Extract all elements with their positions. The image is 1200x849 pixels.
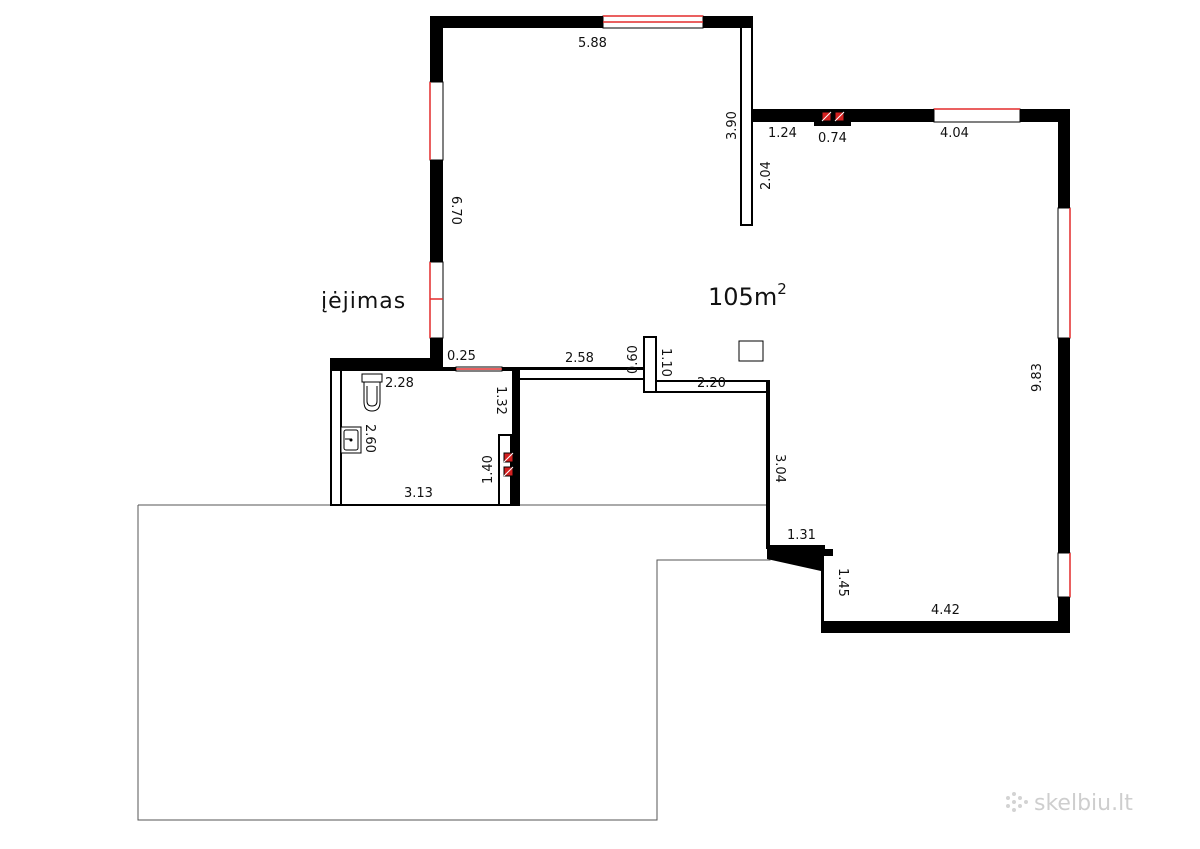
wall-top-right xyxy=(753,109,1070,122)
window-left-lower xyxy=(429,261,444,339)
bath-wall-left-inner xyxy=(332,371,340,504)
dim-offset-top: 1.24 xyxy=(768,126,797,141)
entrance-label: įėjimas xyxy=(321,289,406,314)
wall-partition-inner xyxy=(742,28,751,224)
sink-icon xyxy=(340,426,362,454)
watermark: skelbiu.lt xyxy=(1006,791,1133,816)
window-top-right xyxy=(933,108,1021,123)
dim-left-wall: 6.70 xyxy=(448,196,463,225)
bath-interior-2 xyxy=(498,371,512,434)
wall-bottom xyxy=(821,621,1070,633)
area-unit: m xyxy=(754,283,777,311)
dim-hall-wall: 2.58 xyxy=(565,351,594,366)
dim-step-wall: 2.20 xyxy=(697,376,726,391)
wall-step-right xyxy=(766,393,770,549)
windows xyxy=(429,15,1071,598)
dim-step-short: 1.31 xyxy=(787,528,816,543)
dim-bath-step: 1.32 xyxy=(493,386,508,415)
dim-pier-depth: 1.10 xyxy=(658,348,673,377)
dim-top-wall: 5.88 xyxy=(578,36,607,51)
living-room-interior xyxy=(443,28,1058,621)
column-square xyxy=(738,340,764,362)
dim-bath-bottom: 3.13 xyxy=(404,486,433,501)
wall-step-vertical-inner xyxy=(824,556,833,621)
wall-step-bottom xyxy=(766,545,825,549)
dim-bath-right: 1.40 xyxy=(481,455,496,484)
watermark-dots-icon xyxy=(1006,792,1028,812)
wall-hall-inner xyxy=(520,370,643,378)
area-exponent: 2 xyxy=(777,280,787,298)
wall-top xyxy=(430,16,753,28)
dim-top-right-wall: 4.04 xyxy=(940,126,969,141)
terrace-outline xyxy=(137,504,771,821)
dim-step-vertical: 1.45 xyxy=(835,568,850,597)
wall-pier-inner xyxy=(645,338,655,391)
dim-hall-small: 0.25 xyxy=(447,349,476,364)
window-right-lower xyxy=(1057,552,1071,598)
area-number: 105 xyxy=(708,283,754,311)
dim-right-inner-wall: 3.04 xyxy=(772,454,787,483)
dim-bottom-wall: 4.42 xyxy=(931,603,960,618)
watermark-text: skelbiu.lt xyxy=(1034,791,1133,816)
dim-pier-width: 0.60 xyxy=(626,345,641,374)
toilet-icon xyxy=(361,373,383,412)
dim-partition-lower: 2.04 xyxy=(759,161,774,190)
dim-partition-upper: 3.90 xyxy=(725,111,740,140)
dim-bath-left: 2.60 xyxy=(362,424,377,453)
vents xyxy=(503,111,845,477)
area-label: 105m2 xyxy=(708,280,787,311)
dim-right-wall: 9.83 xyxy=(1030,363,1045,392)
window-right-upper xyxy=(1057,207,1071,339)
window-left-upper xyxy=(429,81,444,161)
dim-bath-top: 2.28 xyxy=(385,376,414,391)
bath-wall-top xyxy=(330,358,443,371)
bath-wall-bottom xyxy=(330,504,520,506)
dim-chimney: 0.74 xyxy=(818,131,847,146)
wall-mid-inner xyxy=(657,382,766,391)
